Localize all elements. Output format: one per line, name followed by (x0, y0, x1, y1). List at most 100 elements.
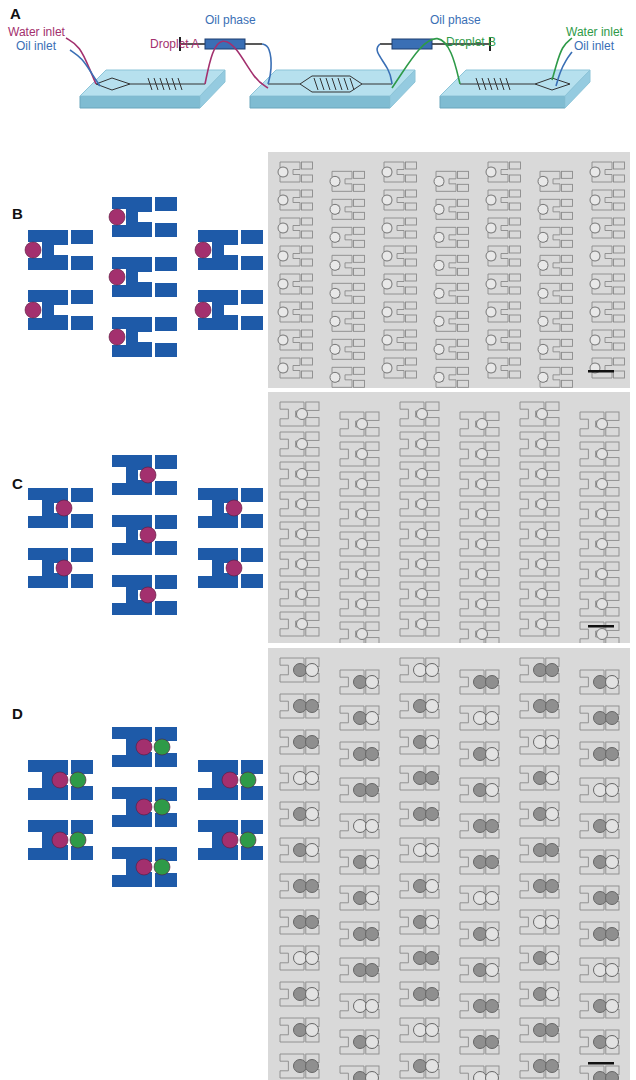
trap-outline (280, 658, 319, 682)
trap-bar (71, 316, 93, 330)
channel (268, 76, 392, 84)
droplet (154, 859, 170, 875)
trap-schematic (28, 820, 93, 860)
trap-outline (340, 592, 379, 616)
trap-outline (580, 814, 619, 838)
trap-outline (278, 330, 313, 350)
trap-outline (520, 802, 559, 826)
trap-outline (486, 218, 521, 238)
droplet (136, 799, 152, 815)
trap-outline (382, 162, 417, 182)
trap-outline (520, 402, 559, 426)
channel (148, 78, 152, 90)
trap-outline (460, 562, 499, 586)
droplet (70, 772, 86, 788)
trap-outline (590, 274, 625, 294)
trap-bar (155, 847, 177, 861)
trap-outline (400, 582, 439, 606)
droplet (109, 269, 125, 285)
trap-outline (460, 706, 499, 730)
trap-bar (155, 317, 177, 331)
trap-outline (486, 302, 521, 322)
trap-outline (460, 592, 499, 616)
trap-outline (400, 552, 439, 576)
trap-outline (434, 367, 469, 387)
trap-schematic (109, 317, 177, 357)
trap-bar (71, 514, 93, 528)
trap-schematic (25, 290, 93, 330)
trap-outline (486, 190, 521, 210)
trap-outline (486, 274, 521, 294)
trap-bar (71, 820, 93, 834)
trap-bar (71, 230, 93, 244)
trap-schematic (112, 515, 177, 555)
flow-label: Oil inlet (574, 40, 614, 53)
trap-outline (590, 218, 625, 238)
trap-outline (590, 330, 625, 350)
trap-outline (280, 802, 319, 826)
trap-outline (460, 532, 499, 556)
trap-bar (155, 753, 177, 767)
trap-schematic (112, 847, 177, 887)
tubing (205, 41, 268, 88)
trap-outline (400, 1054, 439, 1078)
trap-bar (71, 488, 93, 502)
channel (178, 78, 182, 90)
trap-outline (340, 502, 379, 526)
trap-outline (340, 778, 379, 802)
trap-bar (155, 481, 177, 495)
droplet (56, 500, 72, 516)
trap-outline (330, 311, 365, 331)
channel (344, 78, 348, 90)
panel-label: C (12, 476, 23, 493)
droplet (140, 527, 156, 543)
flow-label: Droplet A (150, 38, 199, 51)
trap-outline (538, 283, 573, 303)
trap-outline (400, 874, 439, 898)
trap-outline (382, 190, 417, 210)
channel (488, 78, 492, 90)
trap-outline (382, 246, 417, 266)
micrograph-ground (268, 648, 630, 1080)
chip-side (440, 96, 565, 108)
trap-body (28, 760, 68, 800)
channel (96, 78, 130, 90)
syringe-barrel (205, 39, 245, 49)
trap-outline (340, 706, 379, 730)
trap-outline (520, 946, 559, 970)
trap-outline (434, 311, 469, 331)
trap-bar (71, 548, 93, 562)
trap-outline (538, 227, 573, 247)
trap-outline (538, 199, 573, 219)
trap-outline (580, 850, 619, 874)
trap-outline (330, 199, 365, 219)
trap-outline (280, 874, 319, 898)
trap-bar (241, 230, 263, 244)
trap-outline (280, 612, 319, 636)
trap-outline (520, 492, 559, 516)
droplet (56, 560, 72, 576)
trap-outline (280, 432, 319, 456)
trap-outline (520, 982, 559, 1006)
trap-schematic (28, 548, 93, 588)
syringe-barrel (392, 39, 432, 49)
trap-outline (520, 582, 559, 606)
trap-outline (400, 694, 439, 718)
trap-outline (400, 838, 439, 862)
trap-outline (280, 402, 319, 426)
channel (160, 78, 164, 90)
trap-outline (400, 730, 439, 754)
trap-outline (434, 255, 469, 275)
trap-outline (280, 982, 319, 1006)
trap-outline (340, 670, 379, 694)
trap-outline (580, 442, 619, 466)
channel (476, 78, 480, 90)
flow-label: Oil phase (430, 14, 481, 27)
trap-outline (520, 730, 559, 754)
trap-outline (330, 255, 365, 275)
trap-bar (155, 787, 177, 801)
trap-outline (340, 994, 379, 1018)
trap-body (112, 787, 152, 827)
trap-outline (460, 994, 499, 1018)
